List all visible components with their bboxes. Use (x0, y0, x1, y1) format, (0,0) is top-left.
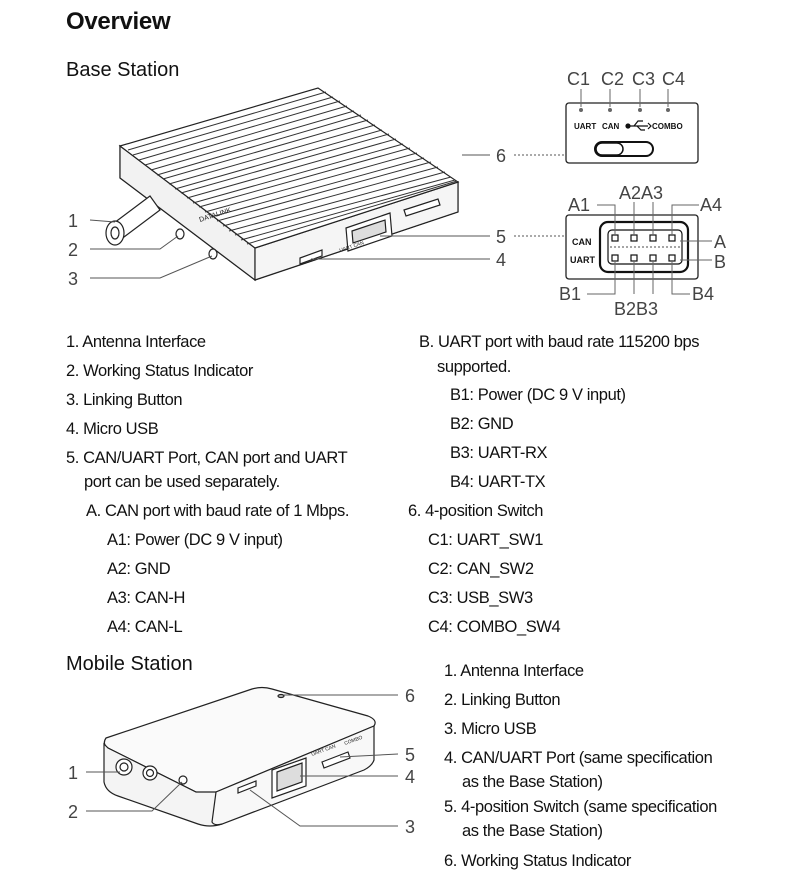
port-label-a4: A4 (700, 195, 722, 215)
base-item-c4: C4: COMBO_SW4 (428, 618, 561, 636)
mobile-item-5: 5. 4-position Switch (same specification (444, 798, 717, 816)
base-callout-2: 2 (68, 240, 78, 260)
mobile-callout-5: 5 (405, 745, 415, 765)
base-callout-6: 6 (496, 146, 506, 166)
base-item-a: A. CAN port with baud rate of 1 Mbps. (86, 502, 350, 520)
port-label-b1: B1 (559, 284, 581, 304)
switch-port-can: CAN (602, 122, 620, 131)
base-item-2: 2. Working Status Indicator (66, 362, 253, 380)
base-item-b2: B2: GND (450, 415, 514, 433)
mobile-station-heading: Mobile Station (66, 653, 193, 675)
mobile-item-2: 2. Linking Button (444, 691, 561, 709)
mobile-item-3: 3. Micro USB (444, 720, 537, 738)
mobile-item-6: 6. Working Status Indicator (444, 852, 631, 870)
base-item-a2: A2: GND (107, 560, 171, 578)
switch-label-c1: C1 (567, 69, 590, 89)
base-item-b3: B3: UART-RX (450, 444, 548, 462)
base-station-heading: Base Station (66, 59, 180, 81)
base-item-5: 5. CAN/UART Port, CAN port and UART (66, 449, 348, 467)
can-uart-port-detail: A1 A2A3 A4 B1 B2B3 B4 CAN UART A B (559, 183, 726, 319)
mobile-callout-2: 2 (68, 802, 78, 822)
base-item-b4: B4: UART-TX (450, 473, 546, 491)
mobile-callout-leaders (86, 694, 399, 827)
mobile-callout-4: 4 (405, 767, 415, 787)
base-item-b1: B1: Power (DC 9 V input) (450, 386, 626, 404)
switch-label-c4: C4 (662, 69, 685, 89)
port-row-can: CAN (572, 237, 592, 247)
base-item-c2: C2: CAN_SW2 (428, 560, 534, 578)
base-callout-5: 5 (496, 227, 506, 247)
port-side-b: B (714, 252, 726, 272)
mobile-callout-1: 1 (68, 763, 78, 783)
base-item-4: 4. Micro USB (66, 420, 159, 438)
mobile-callout-3: 3 (405, 817, 415, 837)
port-label-b4: B4 (692, 284, 714, 304)
switch-port-uart: UART (574, 122, 596, 131)
port-label-b2b3: B2B3 (614, 299, 658, 319)
switch-detail: C1 C2 C3 C4 UART CAN COMBO (565, 69, 699, 164)
port-label-a2a3: A2A3 (619, 183, 663, 203)
base-station-illustration (105, 87, 460, 282)
base-item-b-cont: supported. (437, 358, 511, 376)
base-callout-4: 4 (496, 250, 506, 270)
mobile-station-illustration (103, 686, 376, 827)
base-callout-leaders (89, 154, 566, 279)
base-item-5-cont: port can be used separately. (84, 473, 280, 491)
base-item-c1: C1: UART_SW1 (428, 531, 544, 549)
base-item-1: 1. Antenna Interface (66, 333, 206, 351)
base-item-a1: A1: Power (DC 9 V input) (107, 531, 283, 549)
switch-label-c2: C2 (601, 69, 624, 89)
mobile-callout-6: 6 (405, 686, 415, 706)
base-item-b: B. UART port with baud rate 115200 bps (419, 333, 700, 351)
base-item-a4: A4: CAN-L (107, 618, 183, 636)
page-title: Overview (66, 8, 171, 35)
base-item-6: 6. 4-position Switch (408, 502, 544, 520)
switch-label-c3: C3 (632, 69, 655, 89)
base-item-a3: A3: CAN-H (107, 589, 185, 607)
switch-port-combo: COMBO (652, 122, 683, 131)
mobile-item-1: 1. Antenna Interface (444, 662, 584, 680)
mobile-item-4-cont: as the Base Station) (462, 773, 603, 791)
port-label-a1: A1 (568, 195, 590, 215)
port-side-a: A (714, 232, 726, 252)
base-item-3: 3. Linking Button (66, 391, 183, 409)
mobile-item-5-cont: as the Base Station) (462, 822, 603, 840)
base-item-c3: C3: USB_SW3 (428, 589, 533, 607)
mobile-item-4: 4. CAN/UART Port (same specification (444, 749, 713, 767)
base-callout-3: 3 (68, 269, 78, 289)
base-callout-1: 1 (68, 211, 78, 231)
usb-icon (625, 120, 652, 131)
port-row-uart: UART (570, 255, 595, 265)
